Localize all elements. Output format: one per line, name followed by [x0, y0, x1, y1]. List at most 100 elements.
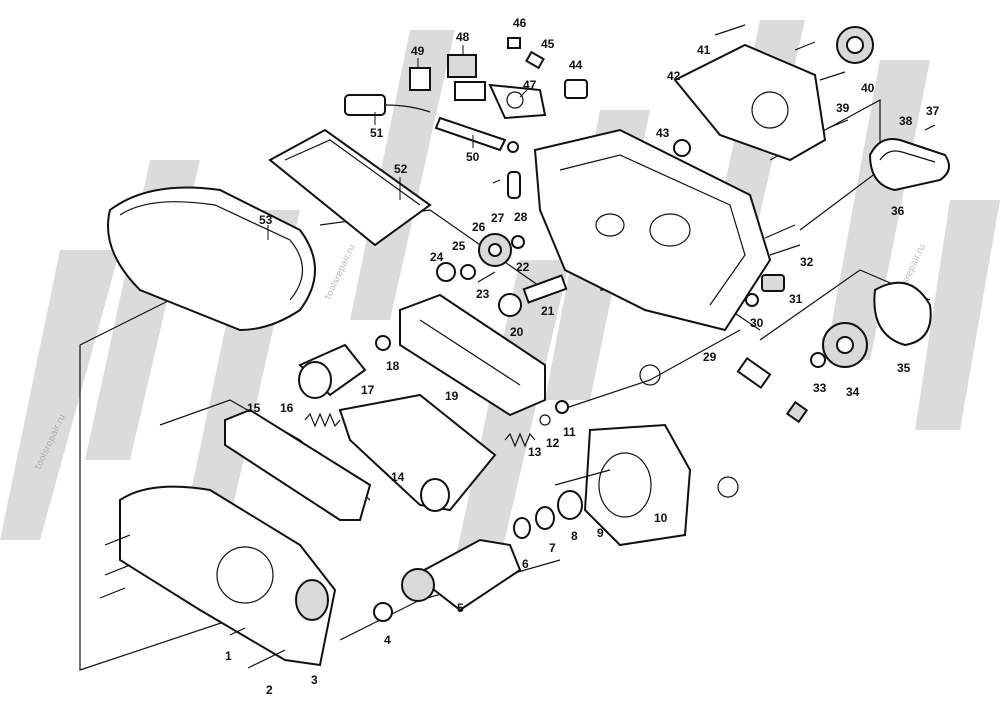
washer-22 [511, 235, 525, 249]
callout-15: 15 [247, 401, 261, 415]
stator [583, 364, 739, 547]
callout-9: 9 [597, 526, 604, 540]
front-roller [298, 343, 367, 399]
cord-protector [434, 116, 519, 153]
rear-roller [338, 393, 497, 512]
brush-holder [488, 83, 547, 120]
gear-34 [822, 322, 868, 368]
callout-2: 2 [266, 683, 273, 697]
armature [401, 538, 522, 612]
screws-41 [714, 24, 846, 81]
watermark-label: toolsrepair.ru [324, 243, 358, 301]
spring-and-cap [507, 37, 545, 70]
callout-22: 22 [516, 260, 530, 274]
callout-14: 14 [391, 470, 405, 484]
callout-51: 51 [370, 126, 384, 140]
callout-41: 41 [697, 43, 711, 57]
bearing-18 [375, 335, 391, 351]
bushing-31 [761, 274, 785, 292]
callout-3: 3 [311, 673, 318, 687]
callout-40: 40 [861, 81, 875, 95]
callout-5: 5 [457, 601, 464, 615]
callout-47: 47 [523, 78, 537, 92]
main-housing [533, 128, 772, 332]
callout-6: 6 [522, 557, 529, 571]
callout-7: 7 [549, 541, 556, 555]
lower-housing [119, 485, 337, 667]
screws-39-37 [827, 119, 936, 131]
screws-32 [764, 224, 801, 256]
bearing-4 [373, 602, 393, 622]
pulley [836, 26, 874, 64]
callout-leaders [267, 45, 530, 240]
callout-45: 45 [541, 37, 555, 51]
callout-28: 28 [514, 210, 528, 224]
callout-4: 4 [384, 633, 391, 647]
screws-1 [99, 534, 246, 636]
callout-38: 38 [899, 114, 913, 128]
callout-43: 43 [656, 126, 670, 140]
callout-12: 12 [546, 436, 560, 450]
callout-53: 53 [259, 213, 273, 227]
callout-13: 13 [528, 445, 542, 459]
callout-19: 19 [445, 389, 459, 403]
lever-15 [224, 408, 372, 521]
power-cord [344, 94, 431, 116]
screw-2 [247, 649, 286, 669]
callout-44: 44 [569, 58, 583, 72]
washer-6 [513, 517, 531, 539]
clip-11 [555, 400, 569, 414]
platen-plate [268, 128, 432, 247]
spring-16 [304, 412, 341, 428]
callout-17: 17 [361, 383, 375, 397]
callout-24: 24 [430, 250, 444, 264]
clip-12 [539, 414, 551, 426]
carbon-brush [409, 54, 486, 101]
switch-knob [564, 79, 588, 99]
shaft-21 [522, 274, 568, 304]
callout-21: 21 [541, 304, 555, 318]
callout-46: 46 [513, 16, 527, 30]
washer-30 [745, 293, 759, 307]
callout-37: 37 [926, 104, 940, 118]
callout-10: 10 [654, 511, 668, 525]
drive-belt [868, 138, 950, 192]
callout-29: 29 [703, 350, 717, 364]
washer-7 [535, 506, 555, 530]
callout-31: 31 [789, 292, 803, 306]
pin-27-28 [492, 171, 521, 199]
callout-35: 35 [897, 361, 911, 375]
pin-23 [477, 271, 496, 283]
callout-16: 16 [280, 401, 294, 415]
callout-labels: 1 2 3 4 5 6 7 8 9 10 11 12 13 14 15 16 1… [225, 16, 940, 697]
callout-8: 8 [571, 529, 578, 543]
gear-26 [478, 233, 512, 267]
callout-33: 33 [813, 381, 827, 395]
callout-50: 50 [466, 150, 480, 164]
callout-11: 11 [563, 425, 576, 439]
callout-30: 30 [750, 316, 764, 330]
screw-9 [554, 469, 611, 486]
gear-cover [673, 43, 827, 162]
callout-20: 20 [510, 325, 524, 339]
bearing-43 [673, 139, 691, 157]
callout-52: 52 [394, 162, 408, 176]
platen-frame [399, 293, 546, 417]
shaft-29 [736, 357, 809, 424]
callout-32: 32 [800, 255, 814, 269]
bearing-24 [436, 262, 456, 282]
bearing-20 [498, 293, 522, 317]
callout-36: 36 [891, 204, 905, 218]
callout-34: 34 [846, 385, 860, 399]
fan-guard [873, 281, 932, 347]
callout-23: 23 [476, 287, 490, 301]
bearing-25 [460, 264, 476, 280]
spring-13 [504, 432, 536, 448]
callout-49: 49 [411, 44, 425, 58]
callout-26: 26 [472, 220, 486, 234]
callout-18: 18 [386, 359, 400, 373]
callout-27: 27 [491, 211, 505, 225]
callout-42: 42 [667, 69, 681, 83]
callout-39: 39 [836, 101, 850, 115]
